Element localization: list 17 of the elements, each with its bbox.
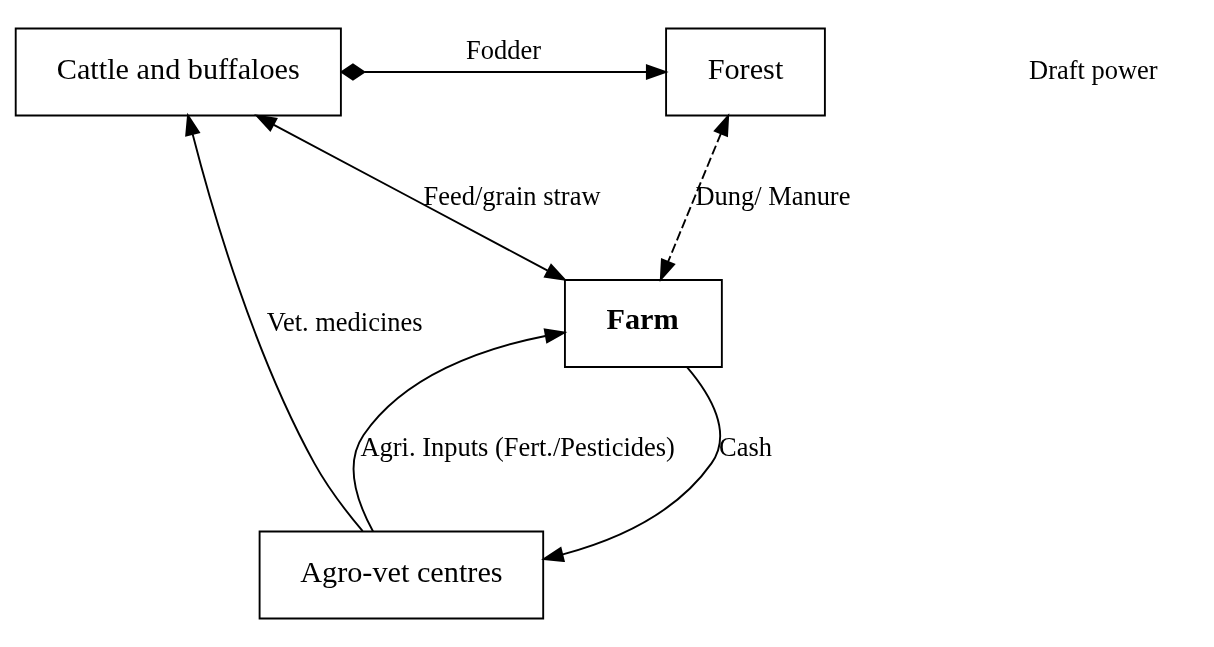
- edge-label: Cash: [719, 432, 772, 463]
- edge-label: Vet. medicines: [266, 306, 423, 337]
- arrow: [254, 114, 568, 282]
- node-box: Forest: [665, 27, 826, 117]
- node-box: Cattle and buffaloes: [14, 27, 342, 117]
- edge-label: Dung/ Manure: [695, 180, 851, 211]
- arrow: [541, 366, 721, 563]
- arrow: [352, 328, 568, 533]
- arrow: [339, 63, 669, 81]
- edge-label: Feed/grain straw: [423, 180, 601, 211]
- label: Draft power: [1029, 55, 1158, 86]
- node-box: Agro-vet centres: [258, 530, 545, 620]
- arrow: [659, 113, 730, 283]
- node-box: Farm: [564, 279, 723, 368]
- edge-label: Fodder: [466, 35, 541, 66]
- edge-label: Agri. Inputs (Fert./Pesticides): [360, 432, 675, 463]
- arrow: [185, 112, 364, 533]
